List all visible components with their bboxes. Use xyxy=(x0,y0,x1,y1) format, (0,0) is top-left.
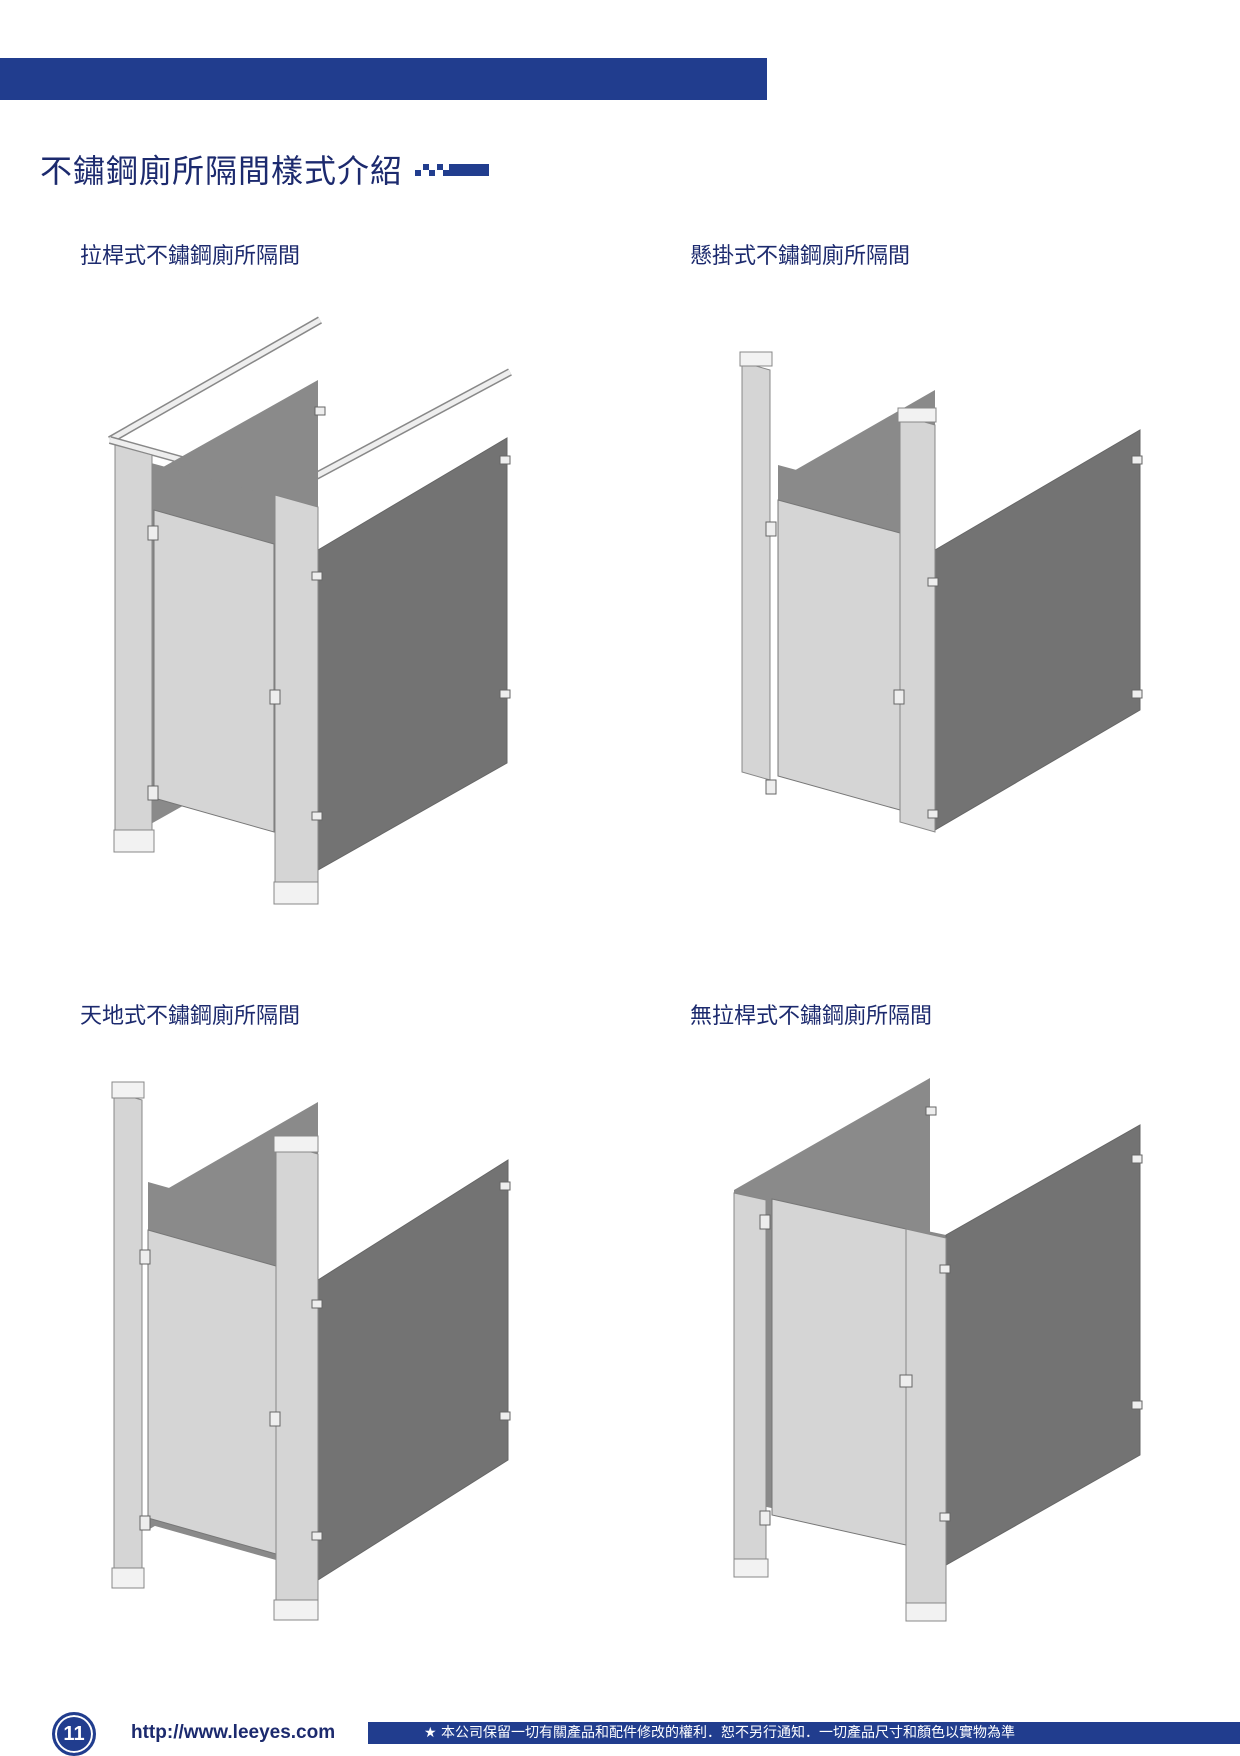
pull-rod-partition-illustration xyxy=(108,316,512,905)
section-label-floor-ceiling: 天地式不鏽鋼廁所隔間 xyxy=(80,1004,301,1029)
page-number-badge: 11 xyxy=(52,1712,96,1756)
floor-ceiling-partition-illustration xyxy=(111,1081,511,1621)
section-label-pull-rod: 拉桿式不鏽鋼廁所隔間 xyxy=(80,244,301,269)
no-rod-partition-illustration xyxy=(733,1078,1143,1622)
section-label-hanging: 懸掛式不鏽鋼廁所隔間 xyxy=(690,244,911,269)
page-title-text: 不鏽鋼廁所隔間樣式介紹 xyxy=(40,152,404,190)
header-bar xyxy=(0,58,767,100)
section-label-no-rod: 無拉桿式不鏽鋼廁所隔間 xyxy=(690,1004,933,1029)
page-number: 11 xyxy=(63,1722,85,1745)
footer-notice: ★ 本公司保留一切有關產品和配件修改的權利．恕不另行通知．一切產品尺寸和顏色以實… xyxy=(424,1725,1015,1741)
page-title: 不鏽鋼廁所隔間樣式介紹 xyxy=(40,146,490,192)
website-link[interactable]: http://www.leeyes.com xyxy=(131,1722,336,1743)
footer-notice-bar: ★ 本公司保留一切有關產品和配件修改的權利．恕不另行通知．一切產品尺寸和顏色以實… xyxy=(368,1722,1240,1744)
title-decoration-icon xyxy=(415,164,490,176)
hanging-partition-illustration xyxy=(739,351,1143,833)
